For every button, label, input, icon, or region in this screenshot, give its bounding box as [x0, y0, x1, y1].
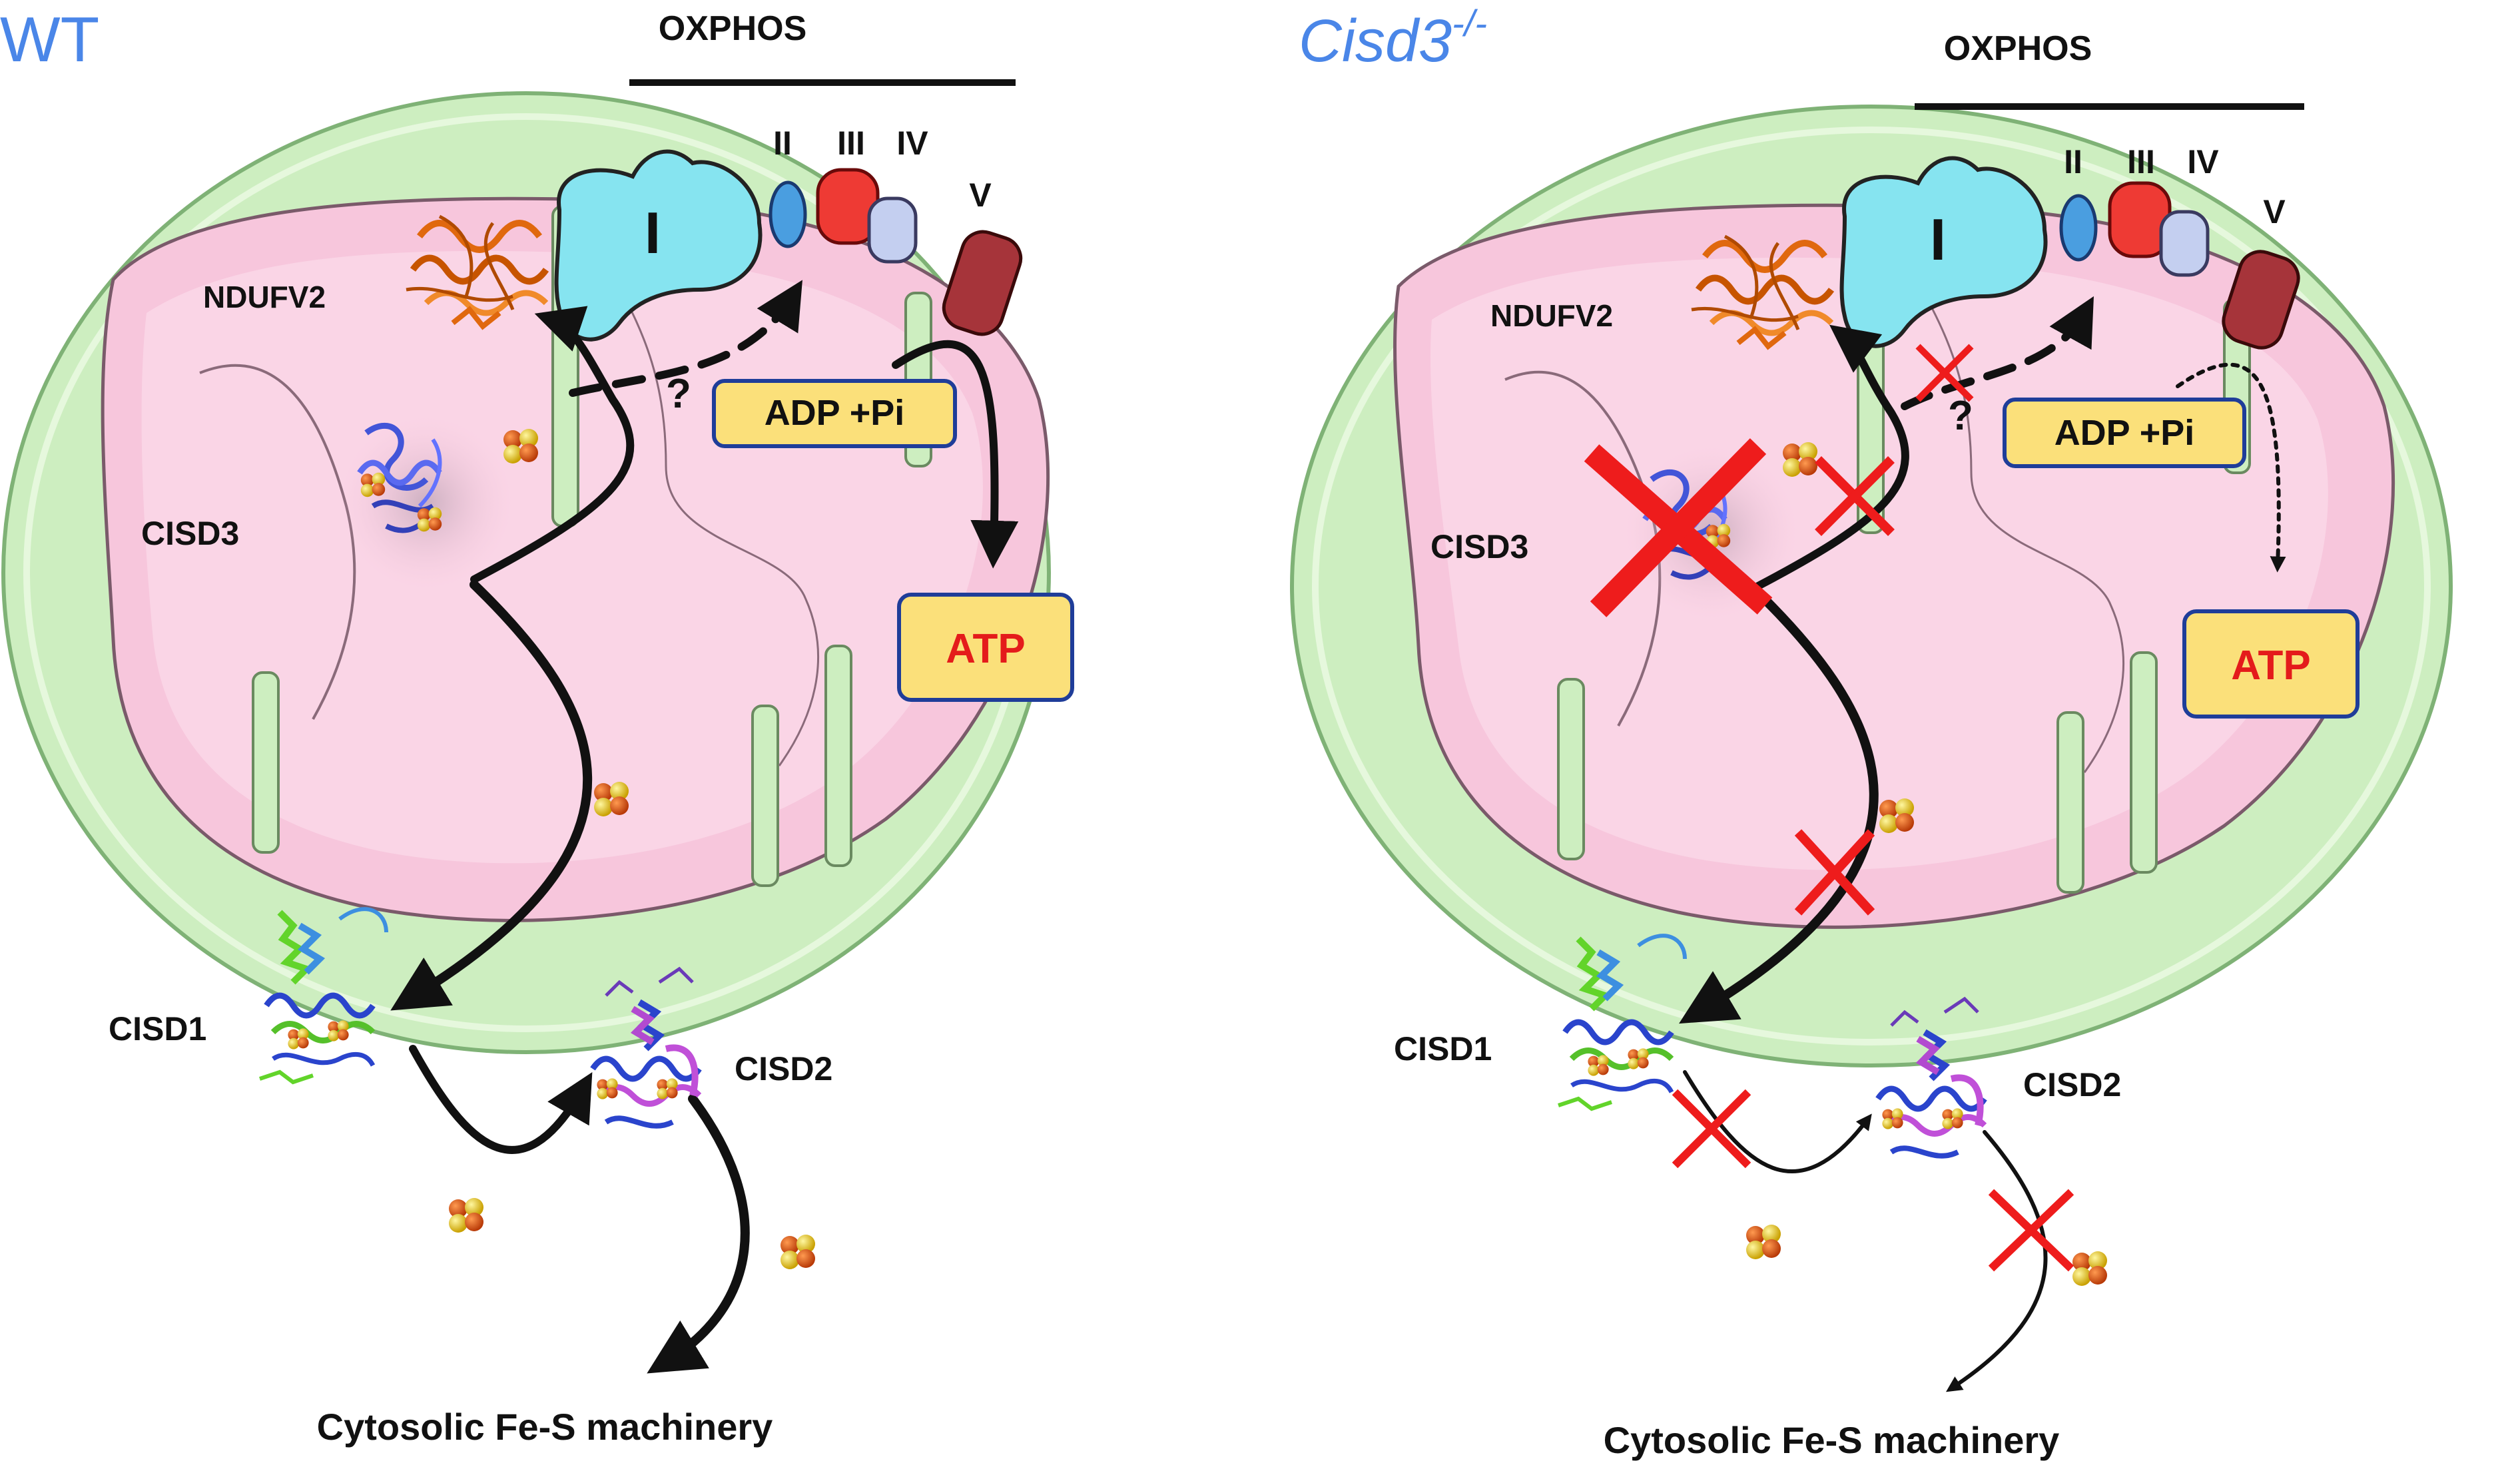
atp-label: ATP	[2231, 643, 2310, 689]
panel-wt: WT OXPHOS I II III IV V NDUFV2	[0, 4, 1074, 1448]
blocked-cisd2-transfer-x-icon	[1672, 1089, 1751, 1169]
ndufv2-label: NDUFV2	[1490, 298, 1613, 333]
question-mark: ?	[666, 371, 691, 417]
atp-label: ATP	[946, 626, 1025, 672]
fe-s-cluster-icon	[449, 1198, 483, 1233]
crista	[2056, 711, 2084, 894]
arrow-cisd2-to-cytosol	[1945, 1130, 2048, 1392]
complex-v-label: V	[969, 176, 992, 214]
complex-iv-label: IV	[896, 125, 928, 162]
dotted-arrow-complex-v-to-atp	[2176, 362, 2286, 573]
complex-iii-label: III	[2127, 143, 2155, 180]
cisd2-label: CISD2	[735, 1050, 832, 1087]
atp-box	[2182, 609, 2360, 719]
blocked-cytosol-transfer-x-icon	[1988, 1189, 2074, 1272]
complex-i-label: I	[645, 200, 661, 266]
arrow-cisd3-to-ndufv2	[470, 306, 635, 583]
arrow-complex-v-to-atp	[892, 340, 1019, 569]
fe-s-cluster-icon	[781, 1235, 815, 1269]
crista	[824, 645, 852, 867]
complex-ii-label: II	[773, 125, 792, 162]
complex-iii-label: III	[837, 125, 865, 162]
arrow-cisd3-to-ndufv2	[1754, 324, 1909, 590]
panel-title-ko: Cisd3-/-	[1299, 2, 1487, 75]
complex-i-label: I	[1930, 206, 1946, 272]
arrow-cisd2-to-cytosol	[647, 1094, 750, 1374]
adp-box	[712, 379, 957, 448]
complex-v-icon	[942, 230, 1023, 336]
arrow-cisd3-to-cisd1	[390, 580, 593, 1011]
adp-label: ADP +Pi	[765, 393, 905, 433]
ndufv2-label: NDUFV2	[203, 280, 326, 314]
cisd3-label: CISD3	[141, 515, 239, 552]
arrow-cisd3-to-cisd1	[1679, 595, 1879, 1024]
adp-box	[2003, 398, 2246, 468]
complex-v-label: V	[2263, 193, 2286, 230]
cytosolic-fes-label: Cytosolic Fe-S machinery	[317, 1406, 773, 1448]
blocked-cisd1-transfer-x-icon	[1794, 829, 1875, 916]
cytosolic-fes-label: Cytosolic Fe-S machinery	[1604, 1419, 2060, 1461]
blocked-complex-ii-x-icon	[1915, 344, 1974, 402]
complex-iv-icon	[867, 196, 918, 264]
dashed-arrow-to-complex-ii	[1901, 296, 2094, 410]
oxphos-label: OXPHOS	[659, 9, 807, 48]
cisd3-label: CISD3	[1430, 528, 1528, 565]
complex-iv-label: IV	[2187, 143, 2219, 180]
fe-s-cluster-icon	[1746, 1225, 1781, 1259]
cisd1-label: CISD1	[109, 1010, 206, 1047]
blocked-cisd3-x-icon	[1584, 438, 1773, 617]
crista	[2130, 651, 2158, 874]
cisd2-label: CISD2	[2023, 1066, 2121, 1103]
complex-ii-icon	[769, 180, 807, 248]
panel-cisd3-ko: Cisd3-/- OXPHOS I II III IV V NDUFV2 CIS…	[1290, 2, 2453, 1461]
cisd1-label: CISD1	[1394, 1030, 1492, 1067]
panel-title-wt: WT	[0, 4, 99, 75]
oxphos-label: OXPHOS	[1944, 29, 2092, 68]
complex-v-icon	[2222, 250, 2300, 350]
crista	[1557, 678, 1585, 860]
complex-ii-icon	[2059, 194, 2098, 262]
arrow-cisd1-to-cisd2	[409, 1045, 593, 1154]
complex-ii-label: II	[2064, 143, 2082, 180]
crista	[252, 671, 280, 854]
blocked-ndufv2-transfer-x-icon	[1815, 456, 1895, 536]
crista	[751, 705, 779, 887]
fe-s-cluster-icon	[2072, 1251, 2107, 1286]
atp-box	[897, 593, 1074, 702]
complex-iv-icon	[2159, 210, 2210, 277]
adp-label: ADP +Pi	[2054, 413, 2195, 453]
arrow-cisd1-to-cisd2	[1683, 1070, 1872, 1173]
